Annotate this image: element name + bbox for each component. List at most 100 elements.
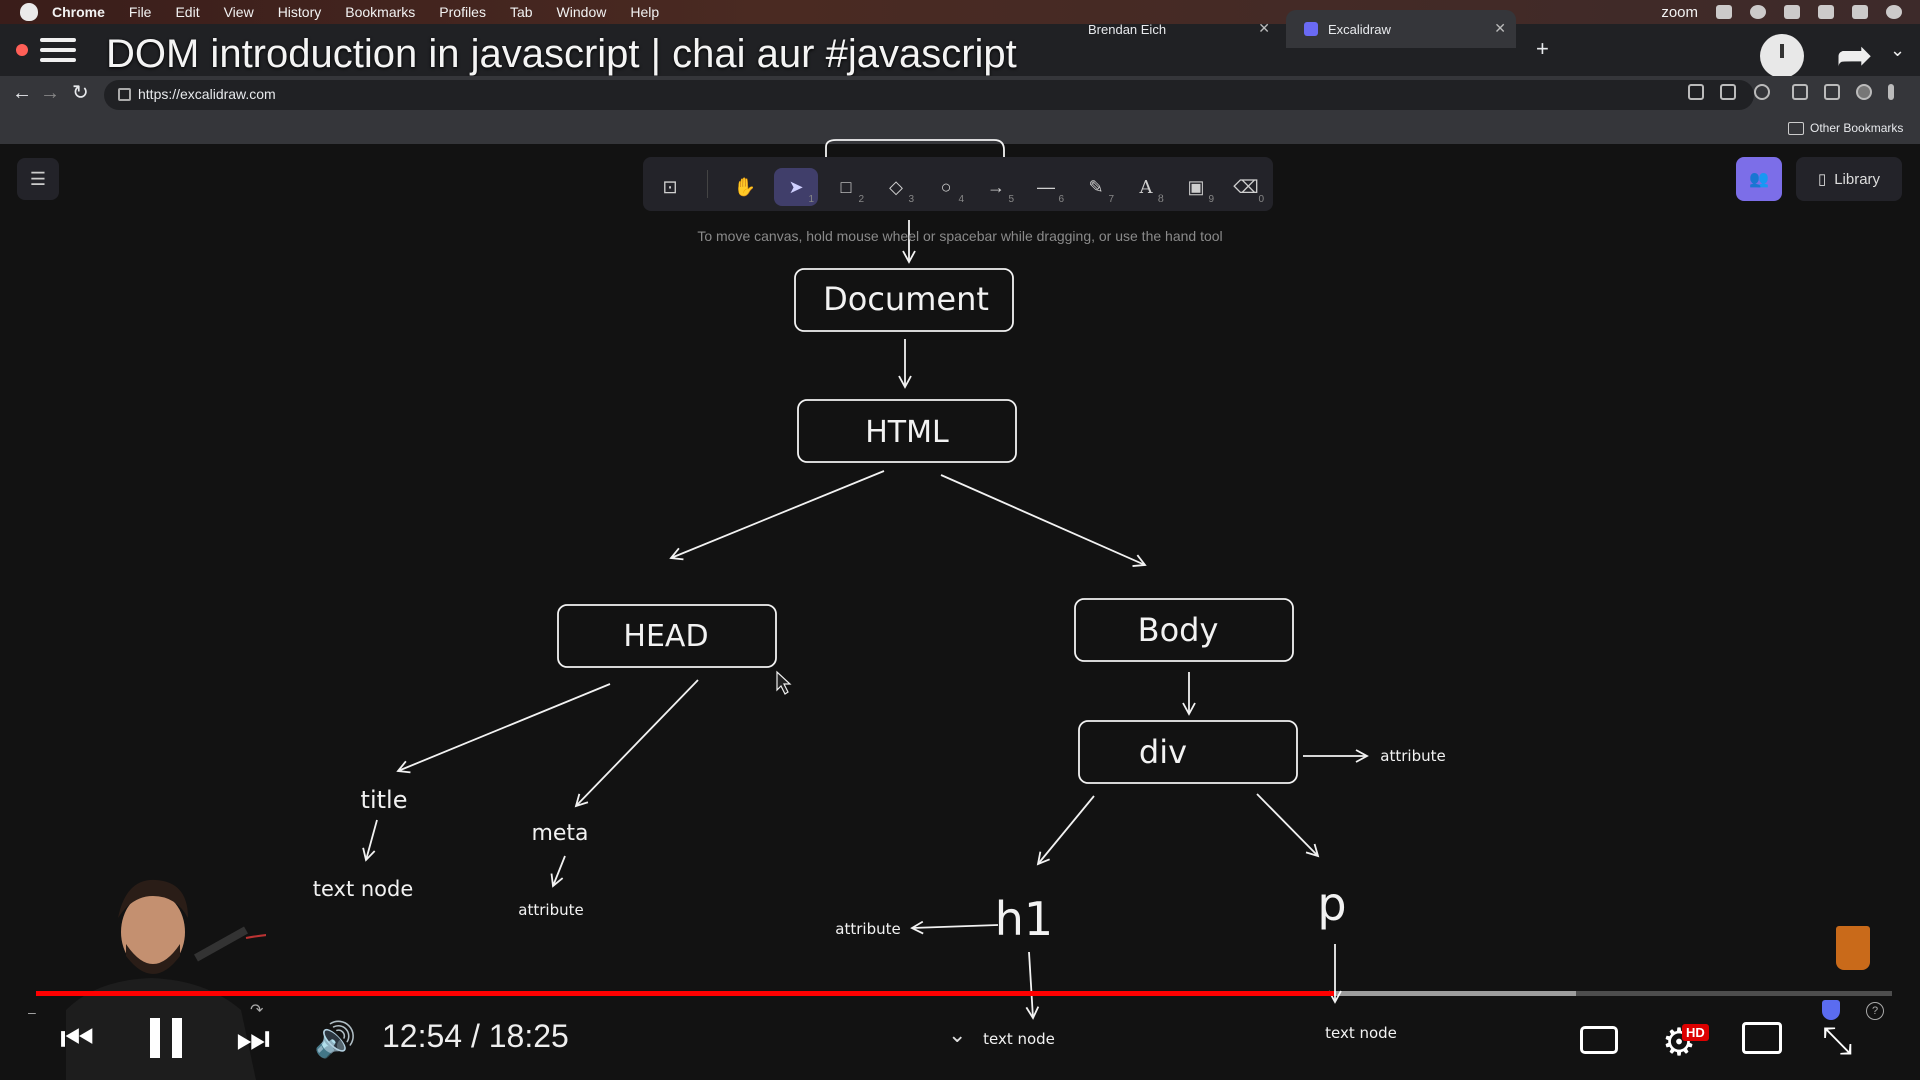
ellipse-icon[interactable]: ○4: [940, 176, 964, 206]
menu-edit[interactable]: Edit: [175, 4, 200, 20]
forward-icon[interactable]: →: [40, 82, 60, 104]
watch-later-icon[interactable]: [1760, 34, 1804, 78]
arrow-head-meta: [574, 679, 699, 808]
title-label: title: [361, 786, 408, 814]
cast-icon[interactable]: [1742, 1022, 1782, 1054]
excalidraw-toolbar: [643, 157, 1273, 211]
html-label: HTML: [865, 415, 949, 450]
arrow-h1-textnode: [1025, 951, 1040, 1020]
zoom-status[interactable]: zoom: [1661, 3, 1698, 21]
library-label: Library: [1834, 170, 1881, 188]
extensions-icon[interactable]: [1792, 84, 1808, 100]
line-icon[interactable]: —6: [1037, 176, 1064, 206]
menu-help[interactable]: Help: [630, 4, 660, 20]
tool-shortcut: 3: [908, 194, 914, 205]
star-icon[interactable]: [1754, 84, 1770, 100]
head-box: [557, 604, 777, 668]
body-label: Body: [1138, 611, 1219, 649]
menu-view[interactable]: View: [223, 4, 254, 20]
pointer-icon[interactable]: ➤1: [774, 168, 818, 206]
redo-icon[interactable]: ↷: [250, 1002, 264, 1019]
close-icon[interactable]: ✕: [1258, 20, 1270, 36]
chevron-down-icon[interactable]: ⌄: [948, 1022, 967, 1047]
lock-icon[interactable]: [118, 88, 131, 101]
progress-played[interactable]: [36, 991, 1335, 996]
hand-icon[interactable]: ✋: [733, 176, 757, 197]
menu-bar: Chrome File Edit View History Bookmarks …: [0, 0, 1920, 24]
image-icon[interactable]: ▣9: [1187, 176, 1214, 206]
install-icon[interactable]: [1688, 84, 1704, 100]
text-node-title: text node: [313, 877, 414, 901]
menu-profiles[interactable]: Profiles: [439, 4, 486, 20]
sidepanel-icon[interactable]: [1824, 84, 1840, 100]
top-box-edge: [825, 139, 1005, 158]
pause-icon[interactable]: [150, 1018, 184, 1058]
main-menu-button[interactable]: ☰: [17, 158, 59, 200]
share-icon[interactable]: ➦: [1836, 31, 1873, 80]
p-label: p: [1317, 877, 1346, 931]
close-window-icon[interactable]: [16, 44, 28, 56]
apple-icon[interactable]: [20, 3, 38, 21]
time-display: 12:54 / 18:25: [382, 1018, 569, 1054]
text-node-h1: text node: [983, 1030, 1055, 1048]
excalidraw-canvas[interactable]: [0, 144, 1920, 1080]
menu-app-name[interactable]: Chrome: [52, 4, 105, 20]
address-bar[interactable]: [104, 80, 1754, 110]
menu-window[interactable]: Window: [556, 4, 607, 20]
tool-shortcut: 4: [958, 194, 964, 205]
tool-shortcut: 8: [1157, 194, 1164, 205]
tool-shortcut: 2: [858, 194, 864, 205]
reload-icon[interactable]: ↻: [72, 82, 89, 104]
minus-icon[interactable]: –: [28, 1004, 36, 1020]
document-label: Document: [823, 280, 989, 318]
tool-shortcut: 0: [1258, 194, 1264, 205]
battery-icon[interactable]: [1852, 5, 1868, 19]
grid-status-icon[interactable]: [1716, 5, 1732, 19]
tab-brendan-eich[interactable]: Brendan Eich ✕: [1070, 10, 1280, 48]
playlist-menu-icon[interactable]: [40, 38, 76, 68]
toolbar-divider: [707, 170, 708, 198]
diamond-icon[interactable]: ◇3: [889, 176, 914, 206]
other-bookmarks[interactable]: Other Bookmarks: [1788, 121, 1903, 135]
help-icon[interactable]: ?: [1866, 1002, 1884, 1020]
library-button[interactable]: ▯ Library: [1796, 157, 1902, 201]
text-node-p: text node: [1325, 1024, 1397, 1042]
shield-icon[interactable]: [1822, 1000, 1840, 1020]
exit-fullscreen-icon[interactable]: ⤡: [1822, 1020, 1853, 1062]
subtitles-icon[interactable]: [1580, 1026, 1618, 1054]
new-tab-icon[interactable]: +: [1536, 36, 1549, 61]
menu-file[interactable]: File: [128, 4, 152, 20]
tool-shortcut: 1: [808, 194, 814, 205]
more-icon[interactable]: [1888, 84, 1894, 100]
wifi-icon[interactable]: [1818, 5, 1834, 19]
close-icon[interactable]: ✕: [1494, 20, 1506, 36]
menu-history[interactable]: History: [277, 4, 322, 20]
back-icon[interactable]: ←: [12, 82, 32, 104]
avatar[interactable]: [1856, 84, 1872, 100]
tab-excalidraw[interactable]: Excalidraw ✕: [1286, 10, 1516, 48]
record-status-icon[interactable]: [1750, 5, 1766, 19]
clock-status-icon[interactable]: [1886, 5, 1902, 19]
rectangle-icon[interactable]: □2: [840, 176, 864, 206]
next-icon[interactable]: ⏭: [236, 1018, 271, 1060]
eraser-icon[interactable]: ⌫0: [1233, 176, 1264, 206]
pencil-icon[interactable]: ✎7: [1088, 176, 1114, 206]
video-title[interactable]: DOM introduction in javascript | chai au…: [106, 32, 1017, 76]
menu-tab[interactable]: Tab: [509, 4, 533, 20]
volume-icon[interactable]: 🔊: [314, 1021, 357, 1059]
chevron-down-icon[interactable]: ⌄: [1890, 40, 1906, 60]
arrow-icon[interactable]: →5: [987, 176, 1014, 206]
document-box: [794, 268, 1014, 332]
screen-share-icon[interactable]: [1784, 5, 1800, 19]
url-text[interactable]: https://excalidraw.com: [138, 86, 276, 102]
coffee-cup-icon: [1836, 926, 1870, 970]
hamburger-icon: ☰: [29, 168, 47, 189]
share-page-icon[interactable]: [1720, 84, 1736, 100]
previous-icon[interactable]: ⏮: [60, 1018, 95, 1060]
collaborate-button[interactable]: 👥: [1736, 157, 1782, 201]
padlock-icon[interactable]: ⊡: [662, 176, 678, 197]
h1-label: h1: [995, 892, 1053, 946]
menu-bookmarks[interactable]: Bookmarks: [345, 4, 416, 20]
